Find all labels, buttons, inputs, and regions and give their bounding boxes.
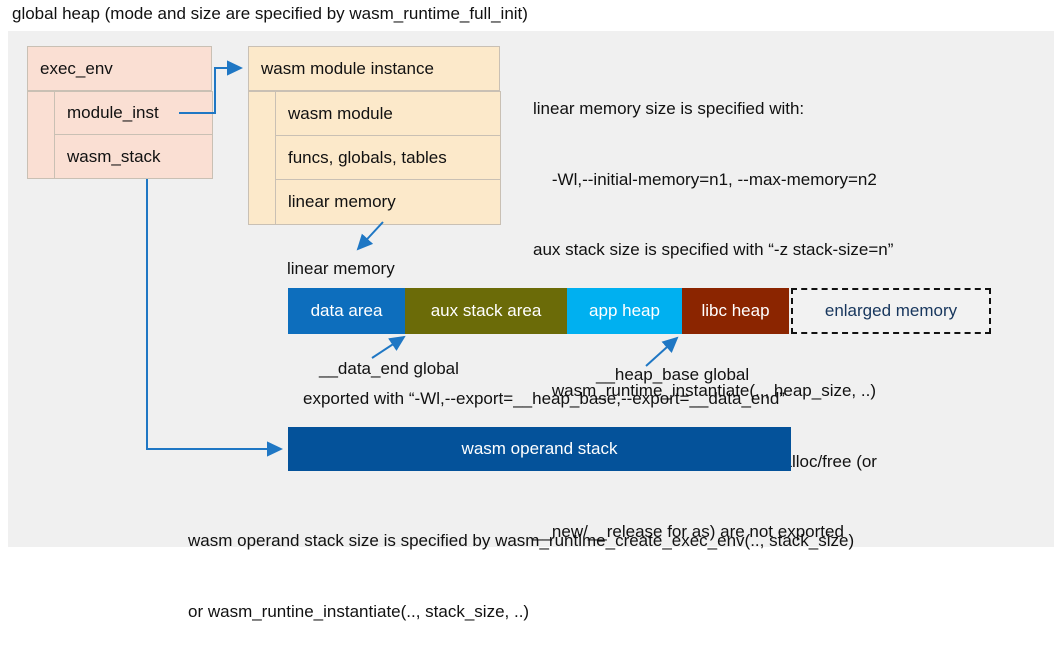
memory-segment-libc-heap: libc heap bbox=[682, 288, 789, 334]
arrow-data-end bbox=[371, 335, 406, 359]
module-instance-header: wasm module instance bbox=[248, 46, 500, 91]
module-instance-row-label: wasm module bbox=[288, 103, 393, 123]
wasm-operand-stack-box: wasm operand stack bbox=[288, 427, 791, 471]
arrow-heap-base bbox=[645, 336, 679, 367]
note-line: -Wl,--initial-memory=n1, --max-memory=n2 bbox=[533, 169, 877, 189]
exec-env-row-wasm-stack: wasm_stack bbox=[54, 134, 213, 179]
exec-env-row-label: module_inst bbox=[67, 103, 159, 122]
caption-line: or wasm_runtine_instantiate(.., stack_si… bbox=[188, 601, 530, 621]
exec-env-row-label: wasm_stack bbox=[67, 146, 161, 166]
memory-segment-app-heap: app heap bbox=[567, 288, 682, 334]
wasm-operand-stack-label: wasm operand stack bbox=[461, 439, 618, 458]
memory-segment-label: aux stack area bbox=[430, 301, 542, 320]
arrow-wasm-stack-to-operand-stack bbox=[146, 179, 283, 457]
note-line: wasm_runtime_instantiate(.., heap_size, … bbox=[533, 381, 876, 400]
wasm-module-instance-box: wasm module instance wasm module funcs, … bbox=[248, 46, 501, 225]
module-instance-header-label: wasm module instance bbox=[261, 58, 434, 78]
caption-line: wasm operand stack size is specified by … bbox=[188, 531, 855, 550]
module-instance-row-funcs-globals-tables: funcs, globals, tables bbox=[275, 135, 501, 180]
annotation-heap-base: __heap_base global bbox=[596, 365, 750, 384]
module-instance-row-wasm-module: wasm module bbox=[275, 91, 501, 136]
module-instance-row-label: funcs, globals, tables bbox=[288, 147, 447, 167]
note-line: __new/__release for as) are not exported bbox=[533, 522, 844, 541]
exec-env-header-label: exec_env bbox=[40, 58, 113, 78]
memory-segment-label: enlarged memory bbox=[824, 301, 958, 320]
memory-segment-data-area: data area bbox=[288, 288, 405, 334]
notes-block: linear memory size is specified with: -W… bbox=[533, 50, 893, 591]
memory-segment-aux-stack-area: aux stack area bbox=[405, 288, 567, 334]
arrow-module-inst-to-instance bbox=[179, 60, 243, 114]
note-line: aux stack size is specified with “-z sta… bbox=[533, 240, 894, 259]
diagram-canvas: global heap (mode and size are specified… bbox=[8, 4, 1054, 621]
memory-segment-enlarged-memory: enlarged memory bbox=[791, 288, 991, 334]
memory-segment-label: app heap bbox=[589, 301, 660, 320]
note-line: linear memory size is specified with: bbox=[533, 99, 805, 118]
memory-segment-label: data area bbox=[310, 301, 383, 320]
exec-env-header: exec_env bbox=[27, 46, 212, 91]
module-instance-row-linear-memory: linear memory bbox=[275, 179, 501, 225]
annotation-data-end: __data_end global bbox=[319, 359, 459, 378]
page-title: global heap (mode and size are specified… bbox=[12, 4, 528, 23]
arrow-layer bbox=[146, 60, 679, 457]
memory-segment-label: libc heap bbox=[701, 301, 770, 320]
module-instance-row-label: linear memory bbox=[288, 192, 396, 211]
linear-memory-bar-label: linear memory bbox=[287, 259, 395, 278]
annotation-exported-with: exported with “-Wl,--export=__heap_base,… bbox=[303, 389, 785, 408]
arrow-linear-memory-to-bar bbox=[356, 221, 384, 251]
exec-env-gutter bbox=[27, 91, 55, 179]
